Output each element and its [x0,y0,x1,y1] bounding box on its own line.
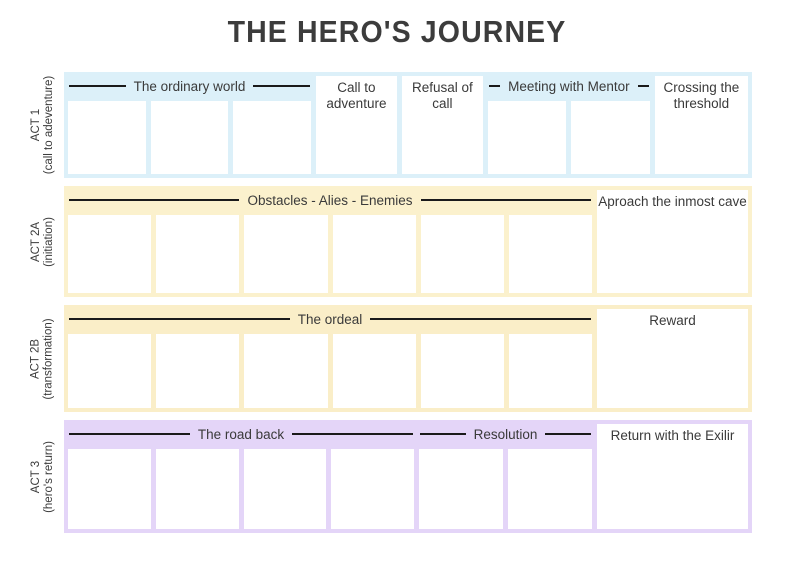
stage-box[interactable] [156,215,240,293]
stage-box[interactable] [487,101,567,174]
stage-box[interactable] [244,334,328,408]
page-title: THE HERO'S JOURNEY [227,14,567,49]
stage-box[interactable] [150,101,229,174]
act-label-act-2a: ACT 2A (initiation) [26,186,60,297]
stage-group-resolution: Resolution [419,424,592,529]
stage-caption-the-road-back: The road back [68,424,414,444]
stage-box-call-to-adventure[interactable]: Call to adventure [315,76,397,174]
act-row-act-2b: ACT 2B (transformation) The ordeal [30,305,752,412]
stage-box-return-with-the-elixir[interactable]: Return with the Exilir [597,424,748,529]
stage-group-meeting-with-mentor: Meeting with Mentor [487,76,650,174]
caption-text: The road back [197,426,285,442]
act-label-act-3: ACT 3 (hero's return) [26,420,60,533]
stage-group-obstacles-allies-enemies: Obstacles - Alies - Enemies [68,190,593,293]
stage-group-the-ordeal: The ordeal [68,309,593,408]
stage-caption-resolution: Resolution [419,424,592,444]
stage-box[interactable] [331,449,414,529]
stage-box[interactable] [233,101,311,174]
caption-rule-left [488,85,501,87]
caption-text: The ordinary world [133,78,246,94]
stage-box[interactable] [508,215,593,293]
stage-box[interactable] [508,334,593,408]
act-label-line2: (hero's return) [43,440,56,513]
act-row-act-1: ACT 1 (call to adeventure) The ordinary … [30,72,752,178]
caption-rule-left [420,433,466,435]
stage-box[interactable] [243,449,327,529]
stage-group-crossing-the-threshold: Crossing the threshold [654,76,748,174]
act-2a-cells: Obstacles - Alies - Enemies Aproach the … [68,190,748,293]
act-row-act-3: ACT 3 (hero's return) The road back [30,420,752,533]
stage-group-the-road-back: The road back [68,424,414,529]
stage-group-approach-the-inmost-cave: Aproach the inmost cave [597,190,748,293]
caption-text: The ordeal [297,311,363,327]
stage-boxes-ordinary-world [68,101,311,174]
stage-box-approach-the-inmost-cave[interactable]: Aproach the inmost cave [597,190,748,293]
heros-journey-chart: ACT 1 (call to adeventure) The ordinary … [0,64,794,544]
act-label-line1: ACT 1 [30,108,43,142]
stage-caption-the-ordeal: The ordeal [68,309,592,329]
stage-boxes-obstacles-allies-enemies [68,215,593,293]
stage-box[interactable] [156,334,240,408]
caption-rule-right [292,433,413,435]
stage-boxes-the-ordeal [68,334,593,408]
stage-group-return-with-the-elixir: Return with the Exilir [597,424,748,529]
stage-group-call-to-adventure: Call to adventure [315,76,397,174]
stage-box[interactable] [155,449,239,529]
stage-box[interactable] [419,449,503,529]
act-1-cells: The ordinary world Call to adventure Ref… [68,76,748,174]
caption-rule-left [69,199,240,201]
caption-rule-left [69,433,190,435]
stage-caption-obstacles-allies-enemies: Obstacles - Alies - Enemies [68,190,592,210]
caption-text: Resolution [473,426,538,442]
stage-boxes-meeting-with-mentor [487,101,650,174]
stage-box[interactable] [332,334,416,408]
stage-box[interactable] [420,215,504,293]
act-label-line2: (transformation) [43,317,56,400]
act-label-line1: ACT 2B [30,338,43,379]
act-label-line2: (call to adeventure) [43,75,56,175]
caption-rule-left [69,85,126,87]
stage-box[interactable] [68,449,151,529]
stage-box-crossing-the-threshold[interactable]: Crossing the threshold [654,76,748,174]
caption-rule-right [545,433,592,435]
stage-box-reward[interactable]: Reward [597,309,748,408]
stage-box[interactable] [332,215,416,293]
stage-box[interactable] [244,215,328,293]
act-row-act-2a: ACT 2A (initiation) Obstacles - Alies - … [30,186,752,297]
stage-box[interactable] [420,334,504,408]
act-3-cells: The road back Resolution [68,424,748,529]
stage-group-refusal-of-call: Refusal of call [401,76,483,174]
stage-box-refusal-of-call[interactable]: Refusal of call [401,76,483,174]
stage-group-reward: Reward [597,309,748,408]
stage-box[interactable] [508,449,592,529]
stage-boxes-the-road-back [68,449,414,529]
act-label-line1: ACT 3 [30,460,43,493]
stage-caption-ordinary-world: The ordinary world [68,76,311,96]
stage-group-ordinary-world: The ordinary world [68,76,311,174]
act-label-act-2b: ACT 2B (transformation) [26,305,60,412]
caption-text: Obstacles - Alies - Enemies [247,192,413,208]
caption-text: Meeting with Mentor [508,78,630,94]
caption-rule-right [637,85,649,87]
caption-rule-right [253,85,310,87]
caption-rule-left [69,318,290,320]
stage-box[interactable] [68,334,152,408]
stage-boxes-resolution [419,449,592,529]
caption-rule-right [370,318,592,320]
act-2b-cells: The ordeal Reward [68,309,748,408]
stage-caption-meeting-with-mentor: Meeting with Mentor [488,76,650,96]
caption-rule-right [420,199,591,201]
stage-box[interactable] [571,101,650,174]
act-label-line2: (initiation) [43,216,56,267]
stage-box[interactable] [68,215,152,293]
stage-box[interactable] [68,101,146,174]
act-label-act-1: ACT 1 (call to adeventure) [26,72,60,178]
act-label-line1: ACT 2A [30,221,43,262]
